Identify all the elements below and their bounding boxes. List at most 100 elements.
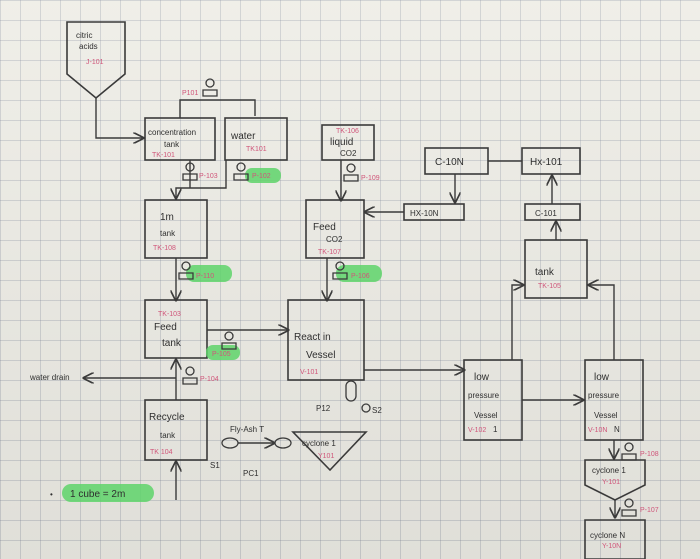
svg-text:CO2: CO2 <box>340 149 357 158</box>
svg-text:Feed: Feed <box>154 322 177 333</box>
tank-tk105: tank TK-105 <box>524 239 588 299</box>
svg-text:P-106: P-106 <box>351 273 370 280</box>
fly-ash-unit: Fly-Ash T S1 PC1 <box>210 425 292 478</box>
reaction-vessel: React in Vessel V-101 <box>287 299 365 381</box>
citric-label: citric <box>76 31 92 40</box>
liquid-co2-tank: TK-106 liquid CO2 <box>321 124 375 161</box>
svg-text:P-104: P-104 <box>200 376 219 383</box>
water-drain-label: water drain <box>29 373 70 382</box>
svg-text:V-102: V-102 <box>468 427 486 434</box>
svg-text:tank: tank <box>164 140 180 149</box>
heat-exchanger-hx10n: HX-10N <box>403 203 465 221</box>
svg-text:P-107: P-107 <box>640 507 659 514</box>
cyclone-n: cyclone N Y-10N <box>584 519 646 559</box>
svg-text:S1: S1 <box>210 461 220 470</box>
svg-text:P-108: P-108 <box>640 451 659 458</box>
svg-text:Recycle: Recycle <box>149 412 185 423</box>
pump-p105: P-105 <box>206 331 240 360</box>
svg-text:tank: tank <box>160 229 176 238</box>
svg-text:C-101: C-101 <box>535 209 557 218</box>
heat-exchanger-hx101: Hx-101 <box>521 147 581 175</box>
svg-text:PC1: PC1 <box>243 469 259 478</box>
svg-text:Feed: Feed <box>313 222 336 233</box>
cyclone-mid: cyclone 1 Y101 <box>291 431 368 472</box>
pump-p102: P-102 <box>233 162 281 183</box>
pump-p104: P-104 <box>182 366 219 385</box>
svg-text:C-10N: C-10N <box>435 157 464 168</box>
svg-text:•: • <box>50 490 53 499</box>
feed-tank: TK-103 Feed tank <box>144 299 208 359</box>
svg-text:concentration: concentration <box>148 128 196 137</box>
svg-text:P101: P101 <box>182 90 198 97</box>
svg-text:Vessel: Vessel <box>594 411 618 420</box>
svg-text:cyclone N: cyclone N <box>590 531 625 540</box>
svg-text:P-103: P-103 <box>199 173 218 180</box>
svg-text:Y-10N: Y-10N <box>602 543 621 550</box>
svg-text:P-109: P-109 <box>361 175 380 182</box>
svg-text:TK-108: TK-108 <box>153 245 176 252</box>
svg-text:P-102: P-102 <box>252 173 271 180</box>
svg-text:Hx-101: Hx-101 <box>530 157 563 168</box>
water-down-line <box>176 160 227 198</box>
svg-text:1 cube = 2m: 1 cube = 2m <box>70 489 125 500</box>
compressor-c101: C-101 <box>524 203 581 221</box>
lowp1-to-tank105-line <box>511 285 523 360</box>
svg-text:1: 1 <box>493 425 498 434</box>
cyclone-1: cyclone 1 Y-101 <box>584 459 646 501</box>
citric-to-conc-line <box>95 98 143 138</box>
scale-note: • 1 cube = 2m <box>50 484 154 502</box>
svg-text:P12: P12 <box>316 404 331 413</box>
svg-text:pressure: pressure <box>468 391 500 400</box>
pump-p110: P-110 <box>178 261 232 282</box>
svg-text:pressure: pressure <box>588 391 620 400</box>
svg-text:liquid: liquid <box>330 137 353 148</box>
svg-text:React in: React in <box>294 332 331 343</box>
svg-text:tank: tank <box>162 338 182 349</box>
svg-text:P-110: P-110 <box>196 273 214 280</box>
svg-text:TK101: TK101 <box>246 146 267 153</box>
svg-text:1m: 1m <box>160 212 174 223</box>
pump-p107: P-107 <box>621 498 659 517</box>
svg-text:P-105: P-105 <box>212 351 231 358</box>
svg-text:TK-101: TK-101 <box>152 152 175 159</box>
lowp2-to-tank105-line <box>589 285 615 360</box>
svg-text:Vessel: Vessel <box>474 411 498 420</box>
svg-text:V-10N: V-10N <box>588 427 607 434</box>
svg-text:Fly-Ash T: Fly-Ash T <box>230 425 264 434</box>
svg-text:low: low <box>474 372 490 383</box>
citric-acid-hopper: citric acids J-101 <box>66 21 126 100</box>
citric-tag: J-101 <box>86 59 104 66</box>
svg-text:S2: S2 <box>372 406 382 415</box>
svg-text:Y-101: Y-101 <box>602 479 620 486</box>
feed-co2-tank: Feed CO2 TK-107 <box>305 199 365 259</box>
svg-text:cyclone 1: cyclone 1 <box>302 439 336 448</box>
pump-p109: P-109 <box>343 163 380 182</box>
compressor-c10n: C-10N <box>424 147 489 175</box>
svg-text:TK-107: TK-107 <box>318 249 341 256</box>
svg-text:cyclone 1: cyclone 1 <box>592 466 626 475</box>
svg-text:TK-105: TK-105 <box>538 283 561 290</box>
svg-text:water: water <box>230 131 256 142</box>
svg-text:TK-106: TK-106 <box>336 128 359 135</box>
acids-label: acids <box>79 42 98 51</box>
one-m-tank: 1m tank TK-108 <box>144 199 208 259</box>
separator-s2: P12 S2 <box>316 380 382 415</box>
water-tank: water TK101 <box>224 117 288 161</box>
pump-p108: P-108 <box>621 442 659 461</box>
p101-line <box>179 99 256 118</box>
pump-p106: P-106 <box>332 261 382 282</box>
concentration-tank: concentration tank TK-101 <box>144 117 216 161</box>
svg-text:Vessel: Vessel <box>306 350 335 361</box>
svg-text:V-101: V-101 <box>300 369 318 376</box>
svg-text:N: N <box>614 425 620 434</box>
svg-text:TK-103: TK-103 <box>158 311 181 318</box>
svg-text:HX-10N: HX-10N <box>410 209 439 218</box>
low-pressure-vessel-n: low pressure Vessel V-10N N <box>584 359 644 441</box>
svg-text:low: low <box>594 372 610 383</box>
svg-text:TK 104: TK 104 <box>150 449 173 456</box>
pump-p101: P101 <box>182 78 218 97</box>
recycle-tank: Recycle tank TK 104 <box>144 399 208 461</box>
svg-text:CO2: CO2 <box>326 235 343 244</box>
